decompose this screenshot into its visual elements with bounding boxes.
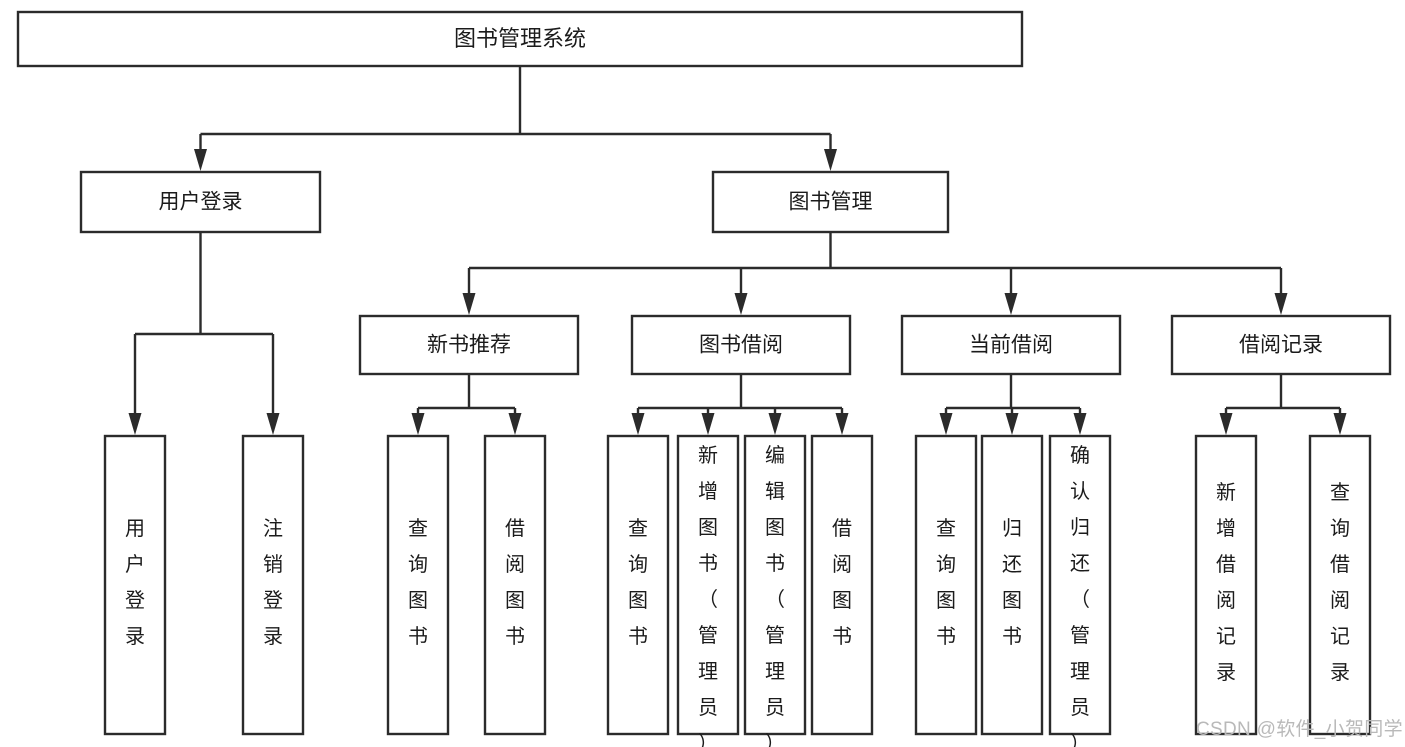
node-label-bw-search: 查询图书 [628, 517, 648, 648]
arrow-head-icon [1274, 293, 1288, 315]
arrow-head-icon [1333, 413, 1347, 435]
arrow-head-icon [128, 413, 142, 435]
node-userlogout[interactable]: 注销登录 [241, 434, 305, 736]
edge-group-current [939, 374, 1087, 435]
node-cb-return[interactable]: 归还图书 [980, 434, 1044, 736]
node-box-records[interactable] [1170, 314, 1392, 376]
edge-group-login [128, 232, 280, 435]
node-box-bw-search[interactable] [606, 434, 670, 736]
node-nb-search[interactable]: 查询图书 [386, 434, 450, 736]
node-box-newbook[interactable] [358, 314, 580, 376]
arrow-head-icon [824, 149, 837, 171]
edge-group-newbook [411, 374, 522, 435]
arrow-head-icon [1219, 413, 1233, 435]
node-cb-search[interactable]: 查询图书 [914, 434, 978, 736]
arrow-head-icon [631, 413, 645, 435]
node-bw-add[interactable]: 新增图书（管理员） [676, 434, 740, 747]
edge-group-bookmgmt [462, 232, 1288, 315]
arrow-head-icon [1004, 293, 1018, 315]
node-label-bw-add: 新增图书（管理员） [698, 444, 718, 747]
node-box-cb-confirm[interactable] [1048, 434, 1112, 736]
node-label-current: 当前借阅 [969, 334, 1053, 357]
csdn-watermark: CSDN @软件_小贺同学 [1196, 719, 1403, 740]
node-box-borrow[interactable] [630, 314, 852, 376]
node-nb-borrow[interactable]: 借阅图书 [483, 434, 547, 736]
node-box-userlogout[interactable] [241, 434, 305, 736]
node-box-rc-add[interactable] [1194, 434, 1258, 736]
node-records[interactable]: 借阅记录 [1170, 314, 1392, 376]
node-label-root: 图书管理系统 [454, 26, 586, 51]
node-box-bw-add[interactable] [676, 434, 740, 736]
node-root[interactable]: 图书管理系统 [16, 10, 1024, 68]
node-label-cb-search: 查询图书 [936, 517, 956, 648]
node-label-rc-search: 查询借阅记录 [1330, 481, 1350, 684]
node-label-rc-add: 新增借阅记录 [1216, 481, 1236, 684]
edge-group-borrow [631, 374, 849, 435]
node-box-current[interactable] [900, 314, 1122, 376]
arrow-head-icon [194, 149, 207, 171]
node-label-borrow: 图书借阅 [699, 334, 783, 357]
node-bw-lend[interactable]: 借阅图书 [810, 434, 874, 736]
node-label-newbook: 新书推荐 [427, 334, 511, 357]
node-label-cb-return: 归还图书 [1002, 517, 1022, 648]
node-label-nb-borrow: 借阅图书 [505, 517, 525, 648]
node-newbook[interactable]: 新书推荐 [358, 314, 580, 376]
arrow-head-icon [411, 413, 425, 435]
node-rc-search[interactable]: 查询借阅记录 [1308, 434, 1372, 736]
arrow-head-icon [939, 413, 953, 435]
node-bw-search[interactable]: 查询图书 [606, 434, 670, 736]
arrow-head-icon [1005, 413, 1019, 435]
node-rc-add[interactable]: 新增借阅记录 [1194, 434, 1258, 736]
node-login[interactable]: 用户登录 [79, 170, 322, 234]
node-box-cb-return[interactable] [980, 434, 1044, 736]
node-box-login[interactable] [79, 170, 322, 234]
node-bw-edit[interactable]: 编辑图书（管理员） [743, 434, 807, 747]
node-box-nb-borrow[interactable] [483, 434, 547, 736]
node-box-rc-search[interactable] [1308, 434, 1372, 736]
node-label-records: 借阅记录 [1239, 334, 1323, 357]
node-box-userlogin[interactable] [103, 434, 167, 736]
node-label-login: 用户登录 [159, 191, 243, 214]
arrow-head-icon [266, 413, 280, 435]
node-label-nb-search: 查询图书 [408, 517, 428, 648]
node-borrow[interactable]: 图书借阅 [630, 314, 852, 376]
node-label-userlogout: 注销登录 [263, 517, 283, 648]
node-cb-confirm[interactable]: 确认归还（管理员） [1048, 434, 1112, 747]
node-box-nb-search[interactable] [386, 434, 450, 736]
node-userlogin[interactable]: 用户登录 [103, 434, 167, 736]
arrow-head-icon [768, 413, 782, 435]
node-box-bw-edit[interactable] [743, 434, 807, 736]
node-box-root[interactable] [16, 10, 1024, 68]
arrow-head-icon [701, 413, 715, 435]
node-box-bw-lend[interactable] [810, 434, 874, 736]
arrow-head-icon [462, 293, 476, 315]
arrow-head-icon [1073, 413, 1087, 435]
node-box-cb-search[interactable] [914, 434, 978, 736]
node-label-bookmgmt: 图书管理 [789, 191, 873, 214]
arrow-head-icon [734, 293, 748, 315]
node-label-bw-lend: 借阅图书 [832, 517, 852, 648]
node-label-cb-confirm: 确认归还（管理员） [1070, 444, 1090, 747]
edge-group-records [1219, 374, 1347, 435]
node-bookmgmt[interactable]: 图书管理 [711, 170, 950, 234]
node-label-userlogin: 用户登录 [125, 518, 145, 648]
node-label-bw-edit: 编辑图书（管理员） [765, 444, 785, 747]
edge-group-root [194, 66, 837, 171]
edge-layer [128, 66, 1347, 435]
arrow-head-icon [835, 413, 849, 435]
node-current[interactable]: 当前借阅 [900, 314, 1122, 376]
arrow-head-icon [508, 413, 522, 435]
node-layer: 图书管理系统用户登录图书管理新书推荐图书借阅当前借阅借阅记录用户登录注销登录查询… [16, 10, 1392, 747]
node-box-bookmgmt[interactable] [711, 170, 950, 234]
